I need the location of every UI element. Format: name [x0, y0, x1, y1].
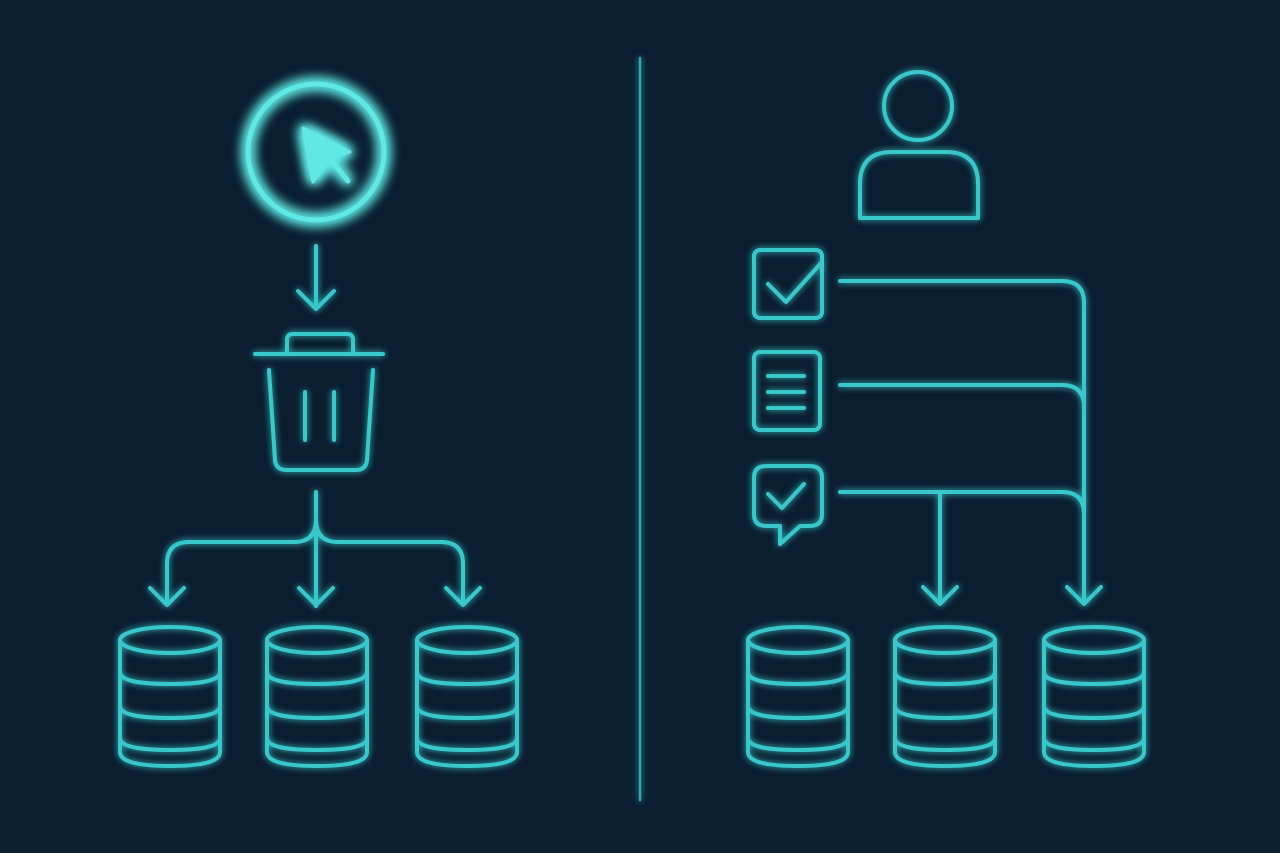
fanout-connector-left	[148, 490, 482, 608]
document-icon	[752, 350, 822, 432]
chat-check-icon	[752, 464, 824, 546]
diagram-strokes	[118, 56, 1146, 802]
database-icon	[893, 625, 997, 768]
database-icon	[118, 625, 222, 768]
down-arrow-to-trash	[296, 244, 336, 311]
database-icon	[415, 625, 519, 768]
checkbox-checked-icon	[752, 248, 824, 320]
cursor-click-icon	[245, 81, 387, 223]
database-icon	[746, 625, 850, 768]
merge-connector-right	[838, 279, 1103, 606]
user-icon	[858, 70, 980, 220]
trash-icon	[253, 332, 385, 472]
database-icon	[265, 625, 369, 768]
database-icon	[1042, 625, 1146, 768]
